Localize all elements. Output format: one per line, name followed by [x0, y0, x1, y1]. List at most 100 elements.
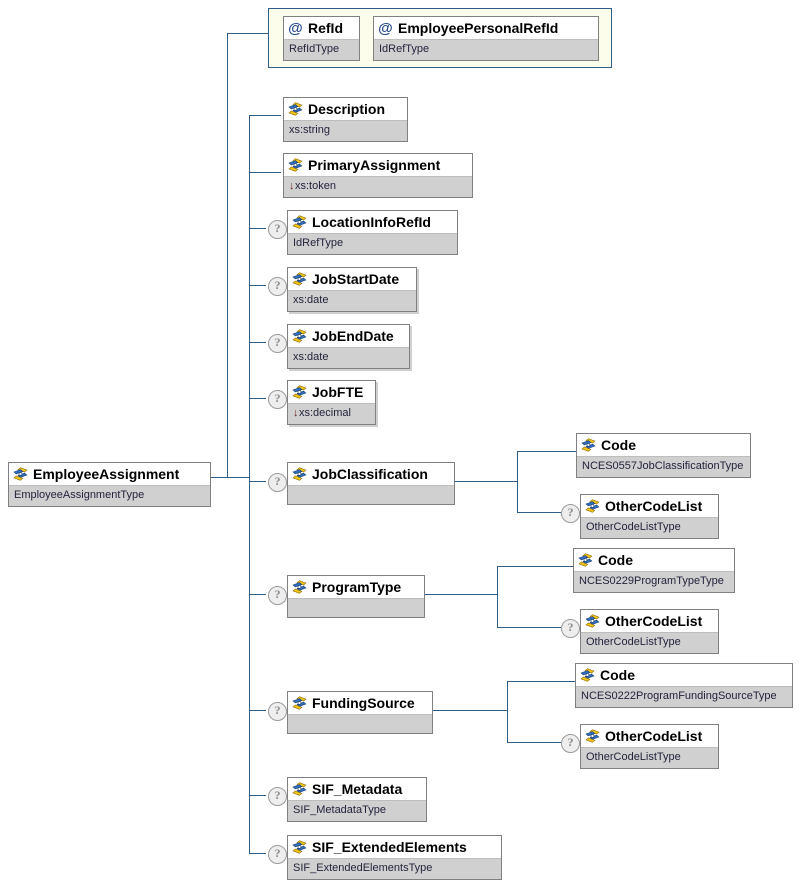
- optional-marker-pt-othercodelist: ?: [561, 619, 580, 638]
- element-name-row: Code: [574, 549, 734, 571]
- element-type: [288, 485, 454, 504]
- element-node-pt-code[interactable]: Code NCES0229ProgramTypeType: [573, 548, 735, 593]
- connector-child-fundingsource: [249, 710, 266, 711]
- element-node-fs-othercodelist[interactable]: OtherCodeList OtherCodeListType: [580, 724, 719, 769]
- element-label: OtherCodeList: [605, 613, 703, 629]
- element-label: Description: [308, 101, 386, 117]
- root-element-label: EmployeeAssignment: [33, 466, 180, 482]
- element-type: xs:date: [288, 290, 416, 311]
- connector-fs-othercodelist: [507, 742, 561, 743]
- element-type: [288, 598, 424, 617]
- element-icon: [292, 840, 307, 854]
- element-label: PrimaryAssignment: [308, 157, 441, 173]
- connector-jc-out: [455, 481, 517, 482]
- optional-marker-sifmetadata: ?: [268, 787, 287, 806]
- optional-marker-jc-othercodelist: ?: [561, 504, 580, 523]
- element-name-row: Description: [284, 98, 407, 120]
- element-label: SIF_ExtendedElements: [312, 839, 467, 855]
- element-node-fs-code[interactable]: Code NCES0222ProgramFundingSourceType: [575, 663, 793, 708]
- connector-child-description: [249, 115, 281, 116]
- element-icon: [292, 467, 307, 481]
- element-icon: [292, 696, 307, 710]
- element-icon: [288, 102, 303, 116]
- element-icon: [581, 438, 596, 452]
- connector-child-jobstartdate: [249, 285, 266, 286]
- element-type: NCES0557JobClassificationType: [577, 456, 750, 477]
- element-type: OtherCodeListType: [581, 632, 718, 653]
- root-element-type: EmployeeAssignmentType: [9, 485, 210, 506]
- element-name-row: JobStartDate: [288, 268, 416, 290]
- facet-arrow-icon: ↓: [289, 180, 295, 192]
- attribute-label: EmployeePersonalRefId: [398, 20, 559, 36]
- element-icon: [13, 467, 28, 481]
- attribute-icon: @: [288, 19, 303, 37]
- connector-child-programtype: [249, 594, 266, 595]
- element-name-row: Code: [576, 664, 792, 686]
- element-node-sif-metadata[interactable]: SIF_Metadata SIF_MetadataType: [287, 777, 427, 822]
- optional-marker-locationinforefid: ?: [268, 220, 287, 239]
- element-icon: [292, 580, 307, 594]
- element-node-primaryassignment[interactable]: PrimaryAssignment ↓xs:token: [283, 153, 473, 198]
- connector-root-stub: [210, 477, 228, 478]
- element-name-row: JobFTE: [288, 381, 375, 403]
- element-icon: [288, 158, 303, 172]
- optional-marker-programtype: ?: [268, 586, 287, 605]
- connector-child-jobclassification: [249, 481, 266, 482]
- element-type: [288, 714, 432, 733]
- element-node-jobenddate[interactable]: JobEndDate xs:date: [287, 324, 410, 369]
- connector-child-sifextendedelements: [249, 853, 266, 854]
- element-node-fundingsource[interactable]: FundingSource: [287, 691, 433, 734]
- element-node-programtype[interactable]: ProgramType: [287, 575, 425, 618]
- facet-arrow-icon: ↓: [293, 407, 299, 419]
- attribute-node-refid[interactable]: @ RefId RefIdType: [283, 16, 360, 61]
- optional-marker-jobclassification: ?: [268, 473, 287, 492]
- element-node-description[interactable]: Description xs:string: [283, 97, 408, 142]
- element-node-jobstartdate[interactable]: JobStartDate xs:date: [287, 267, 417, 312]
- root-element-node[interactable]: EmployeeAssignment EmployeeAssignmentTyp…: [8, 462, 211, 507]
- connector-sequence-join: [227, 477, 249, 478]
- element-type: xs:date: [288, 347, 409, 368]
- element-node-jc-othercodelist[interactable]: OtherCodeList OtherCodeListType: [580, 494, 719, 539]
- element-label: Code: [601, 437, 636, 453]
- connector-child-primaryassignment: [249, 172, 281, 173]
- element-name-row: FundingSource: [288, 692, 432, 714]
- element-type: SIF_ExtendedElementsType: [288, 858, 501, 879]
- element-icon: [580, 668, 595, 682]
- element-type-label: xs:decimal: [299, 407, 351, 419]
- element-icon: [292, 272, 307, 286]
- element-label: OtherCodeList: [605, 728, 703, 744]
- optional-marker-sifextendedelements: ?: [268, 845, 287, 864]
- connector-jc-othercodelist: [517, 512, 561, 513]
- element-node-jobfte[interactable]: JobFTE ↓xs:decimal: [287, 380, 376, 425]
- connector-child-locationinforefid: [249, 228, 266, 229]
- element-icon: [292, 385, 307, 399]
- element-name-row: ProgramType: [288, 576, 424, 598]
- element-name-row: PrimaryAssignment: [284, 154, 472, 176]
- connector-fs-out: [433, 710, 507, 711]
- optional-marker-fundingsource: ?: [268, 702, 287, 721]
- element-type: IdRefType: [288, 233, 457, 254]
- element-type: xs:string: [284, 120, 407, 141]
- element-icon: [578, 553, 593, 567]
- element-label: LocationInfoRefId: [312, 214, 431, 230]
- element-node-jc-code[interactable]: Code NCES0557JobClassificationType: [576, 433, 751, 478]
- element-icon: [292, 329, 307, 343]
- connector-fs-code: [507, 681, 575, 682]
- optional-marker-jobfte: ?: [268, 390, 287, 409]
- element-name-row: SIF_ExtendedElements: [288, 836, 501, 858]
- attribute-node-employeepersonalrefid[interactable]: @ EmployeePersonalRefId IdRefType: [373, 16, 599, 61]
- element-node-jobclassification[interactable]: JobClassification: [287, 462, 455, 505]
- element-label: JobStartDate: [312, 271, 400, 287]
- connector-pt-othercodelist: [497, 627, 561, 628]
- element-label: Code: [600, 667, 635, 683]
- element-icon: [585, 614, 600, 628]
- element-node-locationinforefid[interactable]: LocationInfoRefId IdRefType: [287, 210, 458, 255]
- element-type: ↓xs:decimal: [288, 403, 375, 424]
- element-type: OtherCodeListType: [581, 747, 718, 768]
- element-node-sif-extendedelements[interactable]: SIF_ExtendedElements SIF_ExtendedElement…: [287, 835, 502, 880]
- element-label: SIF_Metadata: [312, 781, 403, 797]
- root-element-name-row: EmployeeAssignment: [9, 463, 210, 485]
- connector-child-sifmetadata: [249, 795, 266, 796]
- element-node-pt-othercodelist[interactable]: OtherCodeList OtherCodeListType: [580, 609, 719, 654]
- element-icon: [292, 215, 307, 229]
